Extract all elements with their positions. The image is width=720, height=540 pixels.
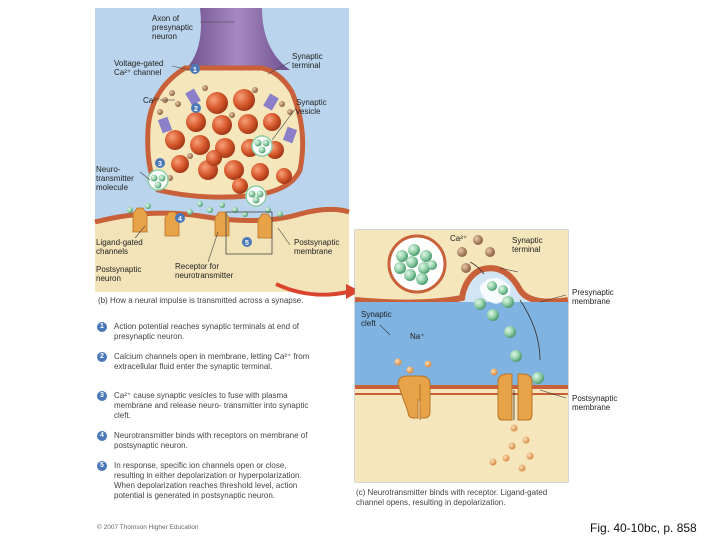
label-vgcc: Voltage-gated Ca²⁺ channel — [114, 59, 164, 77]
vgcc-channel-1 — [185, 88, 201, 106]
vgcc-channel-4 — [282, 126, 298, 144]
vesicle-cluster — [165, 89, 292, 194]
copyright: © 2007 Thomson Higher Education — [97, 524, 199, 531]
neurotransmitter-in-cleft — [474, 296, 544, 384]
label-na-c: Na⁺ — [410, 332, 425, 341]
caption-b: (b) How a neural impulse is transmitted … — [98, 296, 304, 305]
label-axon: Axon of presynaptic neuron — [152, 14, 193, 41]
vgcc-channel-2 — [263, 93, 279, 111]
label-postneuron: Postsynaptic neuron — [96, 265, 142, 283]
label-ca-c: Ca²⁺ — [450, 234, 468, 243]
ligand-channels-b — [132, 207, 273, 239]
step-4-text: Neurotransmitter binds with receptors on… — [114, 431, 308, 450]
step-markers-b: 1 2 3 4 5 — [155, 64, 252, 247]
label-vesicle-b: Synaptic vesicle — [296, 98, 327, 116]
zoom-arrow-head — [346, 284, 360, 299]
flow-arrows-c — [469, 261, 541, 420]
label-nt-molecule: Neuro- transmitter molecule — [96, 165, 134, 192]
label-terminal-c: Synaptic terminal — [512, 236, 543, 254]
marker-3-text: 3 — [158, 161, 162, 168]
open-channel-c — [497, 373, 533, 421]
step-1-text: Action potential reaches synaptic termin… — [114, 322, 299, 341]
marker-5-text: 5 — [245, 240, 249, 247]
marker-1-text: 1 — [193, 67, 197, 74]
synaptic-cleft-fill — [355, 302, 568, 388]
vgcc-channel-3 — [157, 116, 173, 134]
axon-shape — [185, 8, 290, 70]
closed-channel-c — [397, 375, 431, 420]
step-3-number: 3 — [97, 391, 107, 401]
label-premem-c: Presynaptic membrane — [572, 288, 614, 306]
label-cleft-c: Synaptic cleft — [361, 310, 392, 328]
label-ca-b: Ca²⁺ — [143, 96, 161, 105]
released-neurotransmitter-b — [127, 201, 283, 217]
marker-5 — [242, 237, 252, 247]
marker-2-text: 2 — [194, 106, 198, 113]
marker-3 — [155, 158, 165, 168]
marker-4 — [175, 213, 185, 223]
calcium-ions-c — [457, 235, 495, 273]
postsynaptic-neuron-region — [95, 209, 349, 292]
step-5-text: In response, specific ion channels open … — [114, 461, 302, 500]
figure-reference: Fig. 40-10bc, p. 858 — [590, 521, 697, 535]
step-4-number: 4 — [97, 431, 107, 441]
step-2-number: 2 — [97, 352, 107, 362]
label-postmem-c: Postsynaptic membrane — [572, 394, 618, 412]
leader-lines-c — [379, 267, 567, 399]
vesicle-c-contents — [394, 244, 437, 285]
step-1-number: 1 — [97, 322, 107, 332]
marker-1 — [190, 64, 200, 74]
step-5-number: 5 — [97, 461, 107, 471]
label-receptor: Receptor for neurotransmitter — [175, 262, 234, 280]
zoom-box — [225, 211, 273, 255]
label-ligand: Ligand-gated channels — [96, 238, 143, 256]
marker-2 — [191, 103, 201, 113]
marker-4-text: 4 — [178, 216, 182, 223]
step-3-text: Ca²⁺ cause synaptic vesicles to fuse wit… — [114, 391, 309, 420]
zoom-arrow — [275, 282, 349, 297]
postsynaptic-region-c — [355, 388, 568, 482]
caption-c: (c) Neurotransmitter binds with receptor… — [356, 488, 548, 507]
leader-lines-b — [134, 21, 297, 263]
step-2-text: Calcium channels open in membrane, letti… — [114, 352, 310, 371]
label-postmem-b: Postsynaptic membrane — [294, 238, 340, 256]
label-terminal-b: Synaptic terminal — [292, 52, 323, 70]
